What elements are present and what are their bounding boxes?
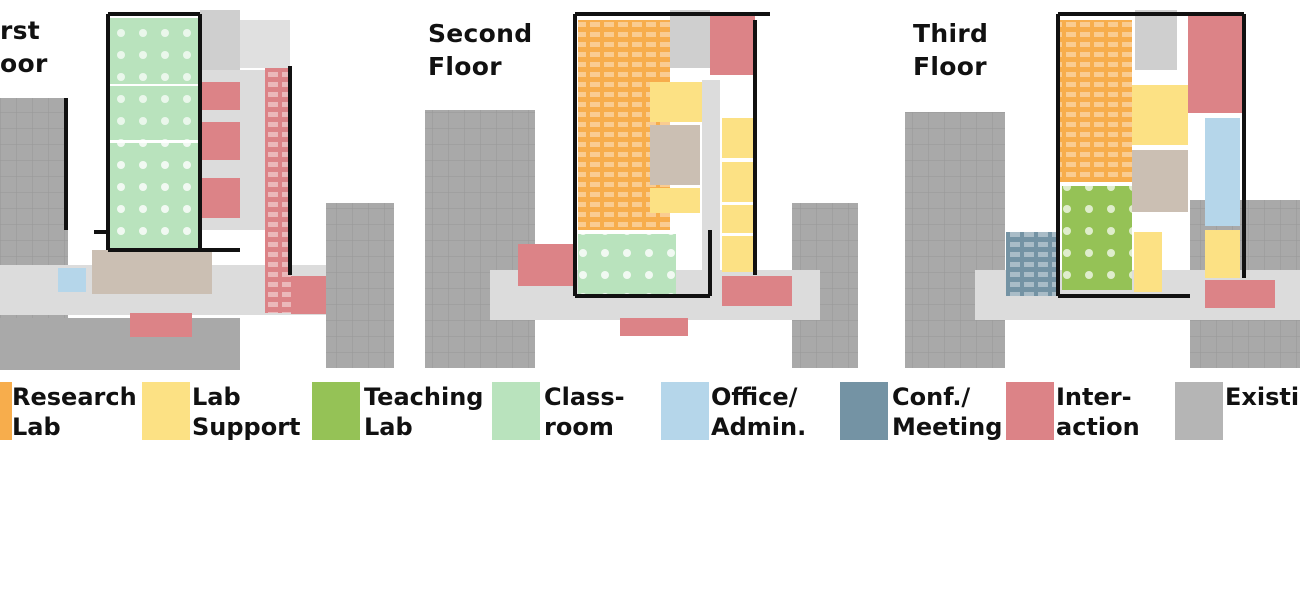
stair-core <box>200 10 240 70</box>
interaction-space <box>518 244 576 286</box>
interaction-space <box>722 276 792 306</box>
legend-label: Inter- action <box>1056 383 1140 441</box>
restrooms <box>92 250 212 294</box>
legend-swatch <box>492 382 540 440</box>
legend-swatch <box>1175 382 1223 440</box>
legend-label: Conf./ Meeting <box>892 383 1003 441</box>
third-floor-title: Third Floor <box>913 19 989 81</box>
lab-support <box>1132 85 1188 145</box>
first-floor-plan <box>0 10 394 370</box>
legend-label: Lab Support <box>192 383 301 441</box>
interaction-space <box>1188 15 1242 113</box>
lab-support <box>722 236 754 272</box>
legend-swatch <box>0 382 12 440</box>
lab-support <box>722 118 754 158</box>
legend-label: Teaching Lab <box>364 383 484 441</box>
legend-label: Research Lab <box>12 383 137 441</box>
legend-label: Existin <box>1225 383 1300 411</box>
interaction-space <box>202 82 240 110</box>
lab-support <box>650 188 700 213</box>
third-floor-plan <box>905 10 1300 368</box>
lab-support <box>1205 230 1240 278</box>
interaction-space <box>291 276 326 314</box>
restrooms <box>650 125 700 185</box>
interaction-space <box>710 15 755 75</box>
interaction-space <box>620 318 688 336</box>
interaction-space <box>1205 280 1275 308</box>
legend-swatch <box>312 382 360 440</box>
interaction-space <box>130 313 192 337</box>
lab-support <box>722 205 754 233</box>
floor-plans-drawing <box>0 10 1300 370</box>
first-floor-title: rst oor <box>0 16 48 78</box>
second-floor-plan <box>425 10 858 368</box>
stair-core <box>670 10 710 68</box>
legend-label: Office/ Admin. <box>711 383 807 441</box>
legend-swatch <box>661 382 709 440</box>
interaction-space <box>202 122 240 160</box>
office <box>1205 118 1240 226</box>
restrooms <box>1132 150 1188 212</box>
legend-swatch <box>142 382 190 440</box>
lab-support <box>722 162 754 202</box>
legend-item-existing: Existin <box>1175 382 1300 442</box>
legend-swatch <box>840 382 888 440</box>
second-floor-title: Second Floor <box>428 19 533 81</box>
lab-support <box>1134 232 1162 292</box>
existing-building <box>0 318 240 370</box>
lab-support <box>650 82 702 122</box>
stair-core <box>1135 10 1177 70</box>
office <box>58 268 86 292</box>
legend-swatch <box>1006 382 1054 440</box>
legend-label: Class- room <box>544 383 625 441</box>
interaction-space <box>202 178 240 218</box>
